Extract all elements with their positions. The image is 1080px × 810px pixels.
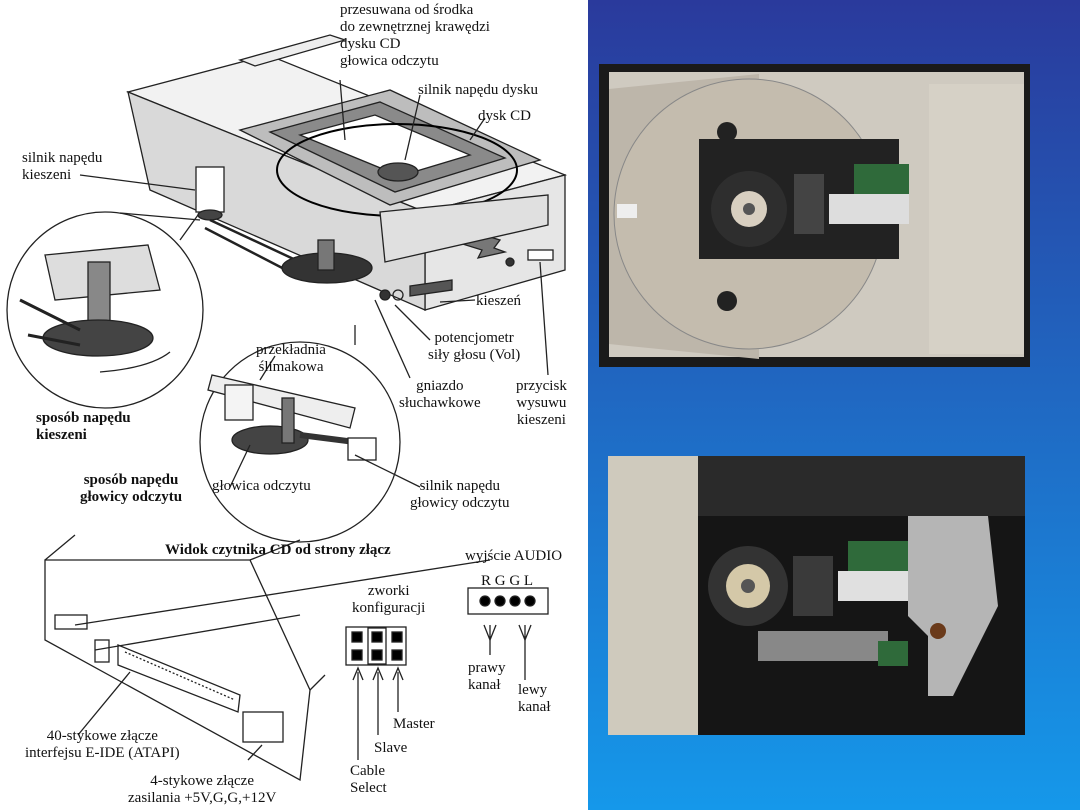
label-config-jumpers: zworki konfiguracji [352,583,426,616]
label-headphone-jack: gniazdo słuchawkowe [399,378,481,411]
label-worm-gear: przekładnia ślimakowa [256,342,326,375]
label-read-head: głowica odczytu [212,478,311,494]
diagram-panel: przesuwana od środka do zewnętrznej kraw… [6,2,568,806]
cd-drive-diagram [6,34,568,782]
label-audio-out: wyjście AUDIO [465,548,563,564]
label-head-drive-method: sposób napędu głowicy odczytu [80,472,183,505]
cd-drive-photo-top [599,64,1030,367]
label-rear-view-title: Widok czytnika CD od strony złącz [165,542,391,558]
label-tray-drive-method: sposób napędu kieszeni [36,410,131,443]
label-spindle-motor: silnik napędu dysku [418,82,538,98]
label-power-connector: 4-stykowe złącze zasilania +5V,G,G,+12V [128,773,277,806]
label-pickup-move: przesuwana od środka do zewnętrznej kraw… [340,2,490,69]
cd-drive-photo-bottom [608,456,1025,735]
label-eject-button: przycisk wysuwu kieszeni [516,378,567,428]
label-ide-connector: 40-stykowe złącze interfejsu E-IDE (ATAP… [25,728,180,761]
label-tray-motor: silnik napędu kieszeni [22,150,103,183]
label-right-channel: prawy kanał [468,660,506,693]
label-master: Master [393,716,435,732]
label-cd-disc: dysk CD [478,108,531,124]
label-slave: Slave [374,740,408,756]
label-head-motor: silnik napędu głowicy odczytu [410,478,510,511]
label-cable-select: Cable Select [350,763,387,796]
label-tray: kieszeń [476,293,521,309]
label-volume-pot: potencjometr siły głosu (Vol) [428,330,521,363]
label-left-channel: lewy kanał [518,682,551,715]
label-rggl: R G G L [481,573,534,589]
